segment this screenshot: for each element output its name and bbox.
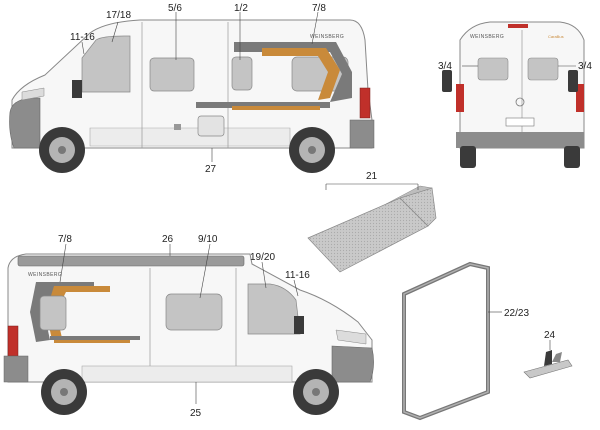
side-sill	[89, 127, 291, 147]
van-side-view-bottom: WEINSBERG	[3, 243, 374, 415]
fuel-cap	[174, 124, 181, 130]
rear-model-badge: CaraBus	[548, 34, 564, 39]
callout-7-8-top: 7/8	[312, 3, 326, 14]
taillight-b	[7, 325, 19, 357]
rear-brand-logo: WEINSBERG	[470, 34, 504, 40]
decor-stripe-orange	[262, 48, 340, 100]
van-side-view-top: WEINSBERG	[9, 11, 375, 173]
front-bumper-b	[331, 345, 374, 383]
rear-wheel-b	[41, 369, 87, 415]
rear-bumper-b	[3, 355, 29, 383]
callout-11-16-top: 11-16	[70, 32, 95, 43]
rear-tire-left	[460, 146, 476, 168]
callout-24: 24	[544, 330, 556, 341]
front-wheel-b	[293, 369, 339, 415]
service-hatch	[197, 115, 225, 137]
callout-25: 25	[190, 408, 202, 419]
part-24-bracket	[523, 340, 573, 379]
callout-9-10: 9/10	[198, 234, 218, 245]
callout-1-2: 1/2	[234, 3, 248, 14]
rear-wheel	[289, 127, 335, 173]
callout-22-23: 22/23	[504, 308, 529, 319]
callout-3-4-right: 3/4	[578, 61, 592, 72]
callout-11-16-bottom: 11-16	[285, 270, 310, 281]
awning	[17, 255, 245, 267]
rear-bumper-back	[456, 132, 584, 148]
callout-3-4-left: 3/4	[438, 61, 452, 72]
side-window-5-6	[149, 57, 195, 92]
callout-17-18: 17/18	[106, 10, 131, 21]
taillight	[359, 87, 371, 119]
rear-tire-right	[564, 146, 580, 168]
side-mirror	[72, 80, 82, 98]
mirror-right	[568, 70, 578, 92]
side-brand-logo: WEINSBERG	[28, 272, 62, 278]
third-brake-light	[508, 24, 528, 28]
front-wheel	[39, 127, 85, 173]
side-window-7-8-b	[39, 295, 67, 331]
license-plate	[505, 117, 535, 127]
side-window-1-2	[231, 56, 253, 91]
callout-19-20: 19/20	[250, 252, 275, 263]
brand-logo: WEINSBERG	[310, 34, 344, 40]
front-bumper	[9, 97, 41, 149]
side-window-9-10	[165, 293, 223, 331]
decor-stripe-low-orange-b	[54, 340, 130, 343]
rear-window-right	[527, 57, 559, 81]
rear-badge	[515, 97, 525, 107]
callout-26: 26	[162, 234, 174, 245]
callout-7-8-bottom: 7/8	[58, 234, 72, 245]
part-21-panel	[307, 183, 437, 273]
rear-light-right	[576, 84, 584, 112]
callout-21: 21	[366, 171, 378, 182]
side-mirror-b	[294, 316, 304, 334]
callout-27: 27	[205, 164, 217, 175]
van-rear-view: WEINSBERG CaraBus	[442, 21, 585, 168]
part-22-23-seal	[402, 261, 502, 421]
mirror-left	[442, 70, 452, 92]
decor-stripe-low-b	[50, 336, 140, 340]
rear-bumper	[349, 119, 375, 149]
rear-window-left	[477, 57, 509, 81]
decor-stripe-dark	[234, 42, 352, 102]
sill-b	[81, 365, 293, 383]
headlight	[21, 87, 45, 101]
cab-window	[81, 35, 131, 93]
callout-5-6: 5/6	[168, 3, 182, 14]
headlight-b	[335, 329, 367, 345]
rear-light-left	[456, 84, 464, 112]
decor-stripe-bottom-orange	[232, 106, 320, 110]
